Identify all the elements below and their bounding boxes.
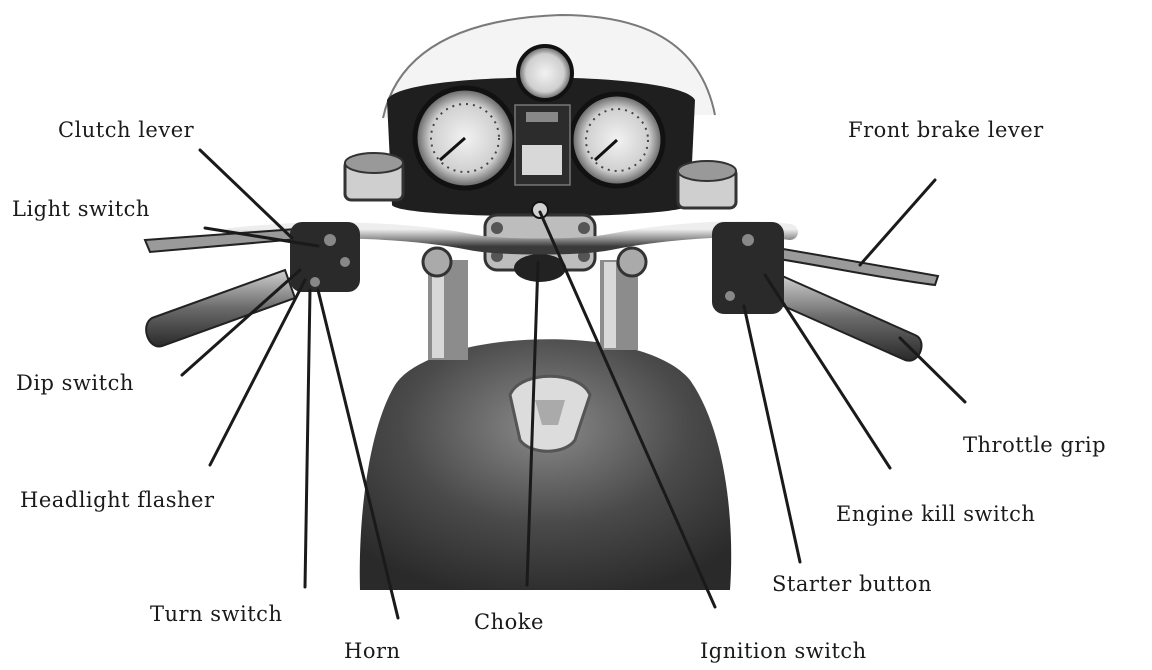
- fuel-tank: [360, 339, 731, 590]
- leader-front-brake-lever: [860, 180, 935, 265]
- left-switch-housing: [290, 222, 360, 292]
- clock-dial: [518, 46, 572, 100]
- label-starter-button: Starter button: [772, 574, 932, 595]
- label-clutch-lever: Clutch lever: [58, 120, 194, 141]
- label-turn-switch: Turn switch: [150, 604, 282, 625]
- leader-starter-button: [744, 306, 800, 562]
- leader-clutch-lever: [200, 150, 292, 238]
- label-throttle-grip: Throttle grip: [963, 435, 1106, 456]
- label-dip-switch: Dip switch: [16, 373, 134, 394]
- label-choke: Choke: [474, 612, 544, 633]
- label-engine-kill-switch: Engine kill switch: [836, 504, 1035, 525]
- right-grip: [712, 222, 938, 361]
- label-ignition-switch: Ignition switch: [700, 641, 867, 662]
- label-horn: Horn: [344, 641, 401, 662]
- leader-throttle-grip: [900, 338, 965, 402]
- leader-turn-switch: [305, 290, 310, 587]
- label-headlight-flasher: Headlight flasher: [20, 490, 215, 511]
- label-front-brake-lever: Front brake lever: [848, 120, 1044, 141]
- label-light-switch: Light switch: [12, 199, 150, 220]
